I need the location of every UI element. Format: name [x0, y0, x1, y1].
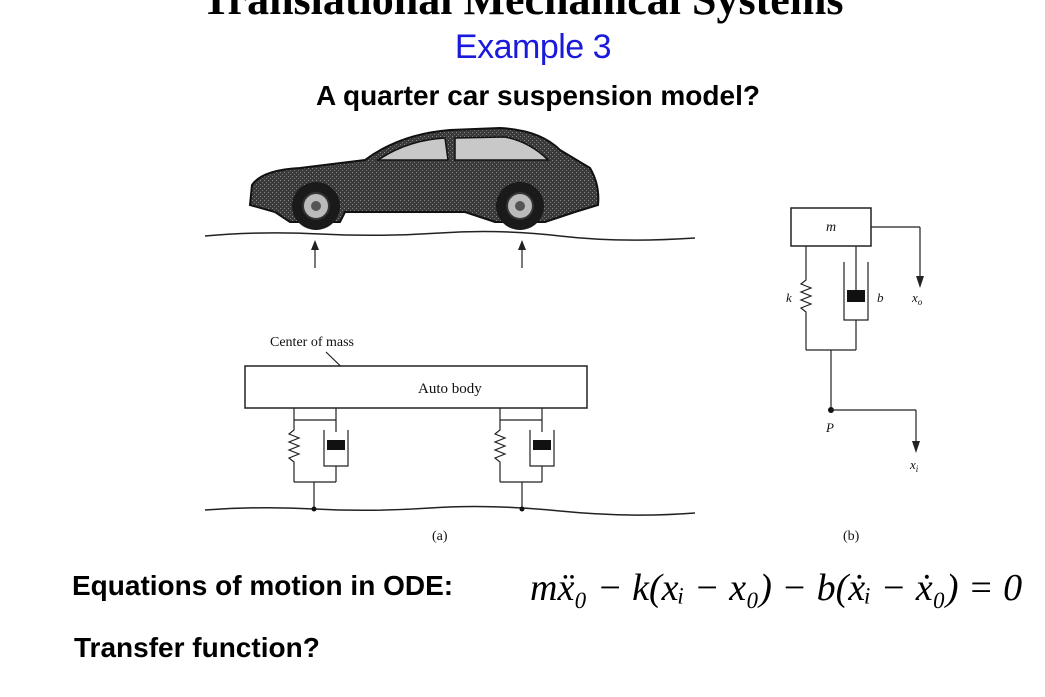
suspension-unit-front: [287, 408, 349, 508]
example-subtitle: Example 3: [454, 28, 612, 66]
figure-b-caption: (b): [843, 529, 860, 544]
road-top: [204, 230, 696, 241]
damper-rear: [529, 420, 555, 482]
input-displacement-arrow: [831, 409, 920, 453]
mass-label: m: [826, 220, 836, 235]
road-input-arrow-front: [311, 240, 319, 268]
auto-body-label: Auto body: [418, 381, 482, 397]
ode-equation: mẍ₀ − k(xᵢ − x₀) − b(ẋᵢ − ẋ₀) = 0: [530, 567, 1023, 609]
point-p-label: P: [825, 420, 834, 435]
center-of-mass-label: Center of mass: [270, 335, 354, 350]
car-window-front: [375, 137, 449, 161]
figure-a-diagram: Center of mass Auto body: [204, 335, 696, 544]
car-window-rear: [454, 136, 550, 161]
ode-label: Equations of motion in ODE:: [72, 570, 454, 601]
car-illustration: [204, 126, 696, 268]
transfer-function-label: Transfer function?: [74, 632, 320, 663]
output-displacement-arrow: [871, 226, 924, 288]
damper-front: [323, 420, 349, 482]
suspension-figure: Center of mass Auto body: [204, 126, 924, 544]
suspension-unit-rear: [493, 408, 555, 508]
quarter-car-damper: [843, 262, 869, 350]
quarter-car-spring: [799, 268, 813, 350]
spring-front: [287, 420, 301, 482]
spring-label: k: [786, 290, 792, 305]
auto-body-block: [244, 365, 588, 409]
car-wheel-rear: [496, 182, 544, 230]
slide-title: Translational Mechanical Systems: [0, 0, 1045, 25]
output-displacement-label: xo: [911, 290, 923, 307]
road-bottom: [204, 505, 696, 516]
question-heading: A quarter car suspension model?: [316, 80, 760, 111]
damper-label: b: [877, 290, 884, 305]
spring-rear: [493, 420, 507, 482]
input-displacement-label: xi: [909, 457, 919, 474]
road-input-arrow-rear: [518, 240, 526, 268]
figure-b-diagram: m k b P xo xi (b): [786, 207, 924, 544]
figure-a-caption: (a): [432, 529, 448, 544]
car-wheel-front: [292, 182, 340, 230]
